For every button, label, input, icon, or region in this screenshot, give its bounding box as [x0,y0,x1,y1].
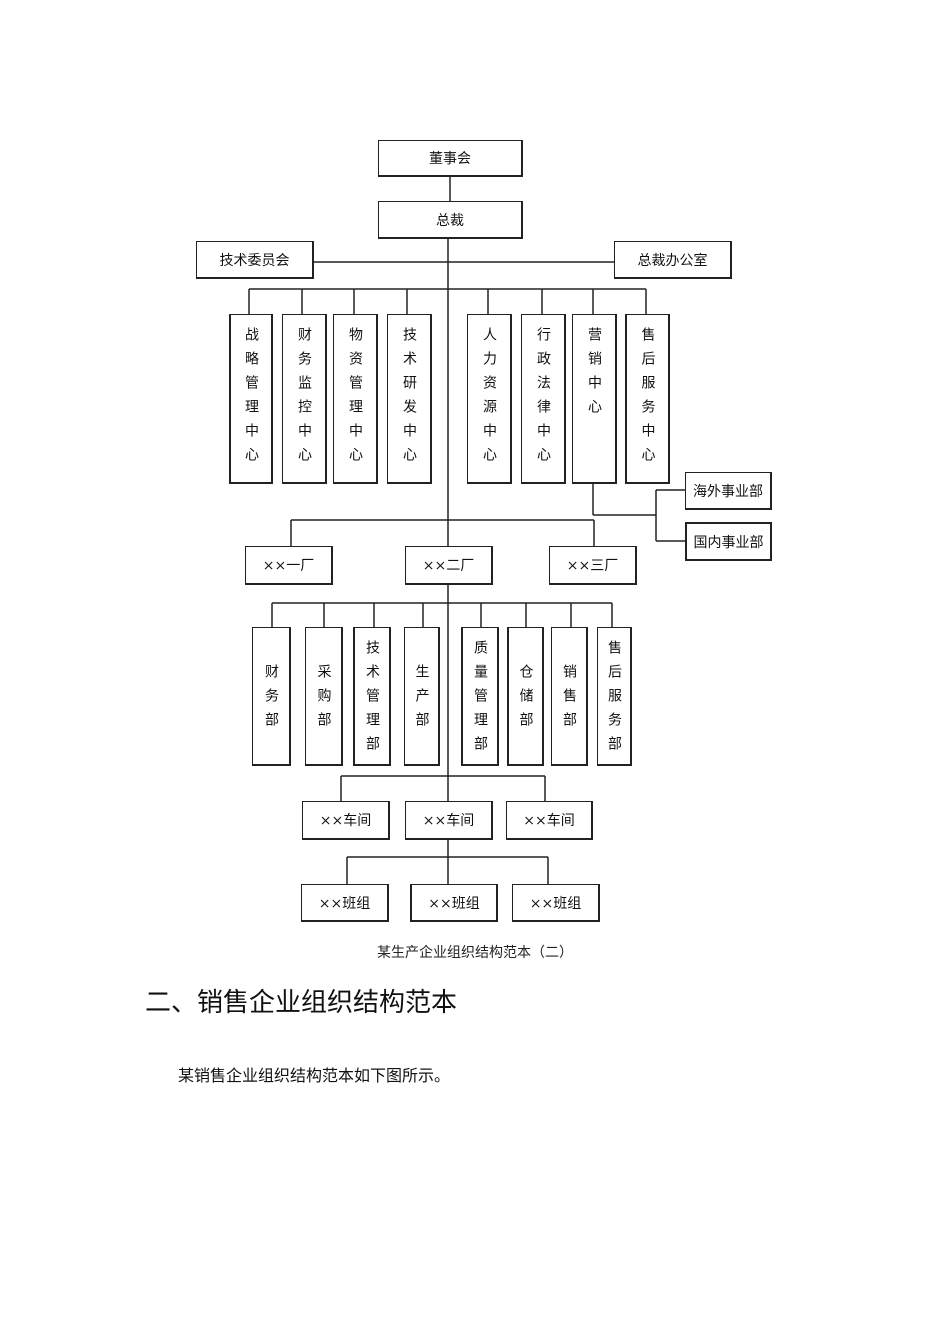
center-label: 财务监控中心 [296,327,312,471]
team-label: ××班组 [529,895,582,912]
department-label: 售后服务部 [606,640,622,760]
center-box: 售后服务中心 [625,314,670,484]
factory-box: ××一厂 [245,546,333,585]
department-box: 销售部 [551,627,588,766]
center-label: 战略管理中心 [243,327,259,471]
center-label: 人力资源中心 [481,327,497,471]
overseas-division-label: 海外事业部 [693,483,763,500]
department-label: 采购部 [315,664,332,736]
center-box: 行政法律中心 [521,314,566,484]
department-box: 生产部 [404,627,440,766]
figure-caption: 某生产企业组织结构范本（二） [377,945,573,961]
workshop-box: ××车间 [506,801,593,840]
workshop-label: ××车间 [422,813,475,829]
domestic-division-box: 国内事业部 [685,522,772,561]
center-box: 技术研发中心 [387,314,432,484]
department-label: 销售部 [561,664,577,736]
body-paragraph: 某销售企业组织结构范本如下图所示。 [178,1066,451,1085]
president-box: 总裁 [378,201,523,239]
factory-label: ××二厂 [422,558,475,574]
workshop-box: ××车间 [405,801,493,840]
team-label: ××班组 [318,895,371,912]
center-label: 物资管理中心 [347,327,363,471]
department-label: 财务部 [263,664,279,736]
section-heading: 二、销售企业组织结构范本 [145,988,458,1018]
center-box: 财务监控中心 [282,314,327,484]
workshop-box: ××车间 [302,801,390,840]
center-box: 物资管理中心 [333,314,378,484]
overseas-division-box: 海外事业部 [685,472,772,510]
team-box: ××班组 [301,884,389,922]
department-box: 仓储部 [507,627,544,766]
center-label: 技术研发中心 [401,327,417,471]
department-box: 售后服务部 [597,627,632,766]
team-box: ××班组 [410,884,498,922]
center-label: 售后服务中心 [639,327,656,471]
domestic-division-label: 国内事业部 [693,534,764,551]
board-label: 董事会 [429,151,471,167]
department-label: 质量管理部 [472,640,488,760]
department-box: 质量管理部 [461,627,499,766]
department-box: 财务部 [252,627,291,766]
president-label: 总裁 [436,212,464,229]
factory-box: ××二厂 [405,546,493,585]
department-label: 生产部 [413,664,430,736]
president-office-label: 总裁办公室 [637,252,708,269]
factory-label: ××三厂 [566,558,619,574]
center-box: 人力资源中心 [467,314,512,484]
factory-label: ××一厂 [262,558,315,574]
center-box: 营销中心 [572,314,617,484]
department-box: 技术管理部 [353,627,391,766]
center-label: 营销中心 [586,327,602,423]
department-label: 技术管理部 [364,640,380,760]
department-label: 仓储部 [517,664,534,736]
board-box: 董事会 [378,140,523,177]
workshop-label: ××车间 [319,813,372,829]
center-box: 战略管理中心 [229,314,273,484]
department-box: 采购部 [305,627,343,766]
president-office-box: 总裁办公室 [614,241,732,279]
team-label: ××班组 [428,895,480,912]
center-label: 行政法律中心 [535,327,551,471]
tech-committee-box: 技术委员会 [196,241,314,279]
team-box: ××班组 [512,884,600,922]
factory-box: ××三厂 [549,546,637,585]
tech-committee-label: 技术委员会 [219,252,290,269]
workshop-label: ××车间 [523,813,575,829]
